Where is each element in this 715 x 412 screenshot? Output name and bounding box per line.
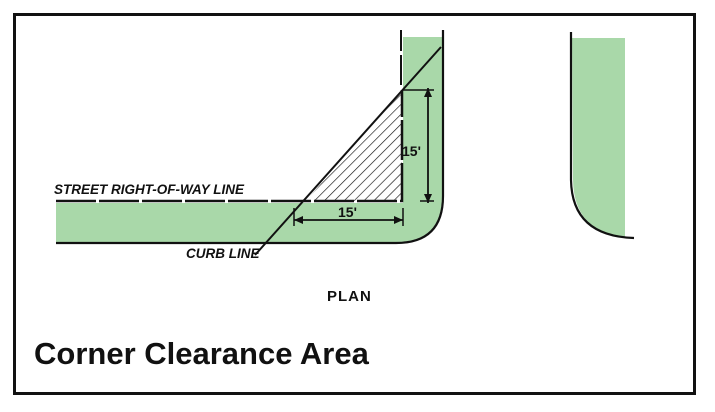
dim-horizontal-arrow-right [394, 216, 403, 224]
page-title: Corner Clearance Area [34, 336, 369, 371]
dim-vertical-arrow-bottom [424, 194, 432, 203]
street-right-of-way-line [56, 90, 404, 203]
diagonal-sight-line [254, 46, 442, 256]
dim-horizontal-label: 15' [338, 204, 357, 220]
curb-line-label: CURB LINE [186, 246, 260, 261]
dim-vertical-arrow-top [424, 88, 432, 97]
dim-vertical-label: 15' [402, 143, 421, 159]
curb-line [56, 30, 445, 245]
right-curb-line [569, 32, 635, 240]
right-green-strip [572, 38, 625, 237]
dim-horizontal-arrow-left [294, 216, 303, 224]
plan-label: PLAN [327, 288, 372, 305]
street-right-of-way-label: STREET RIGHT-OF-WAY LINE [54, 182, 245, 197]
